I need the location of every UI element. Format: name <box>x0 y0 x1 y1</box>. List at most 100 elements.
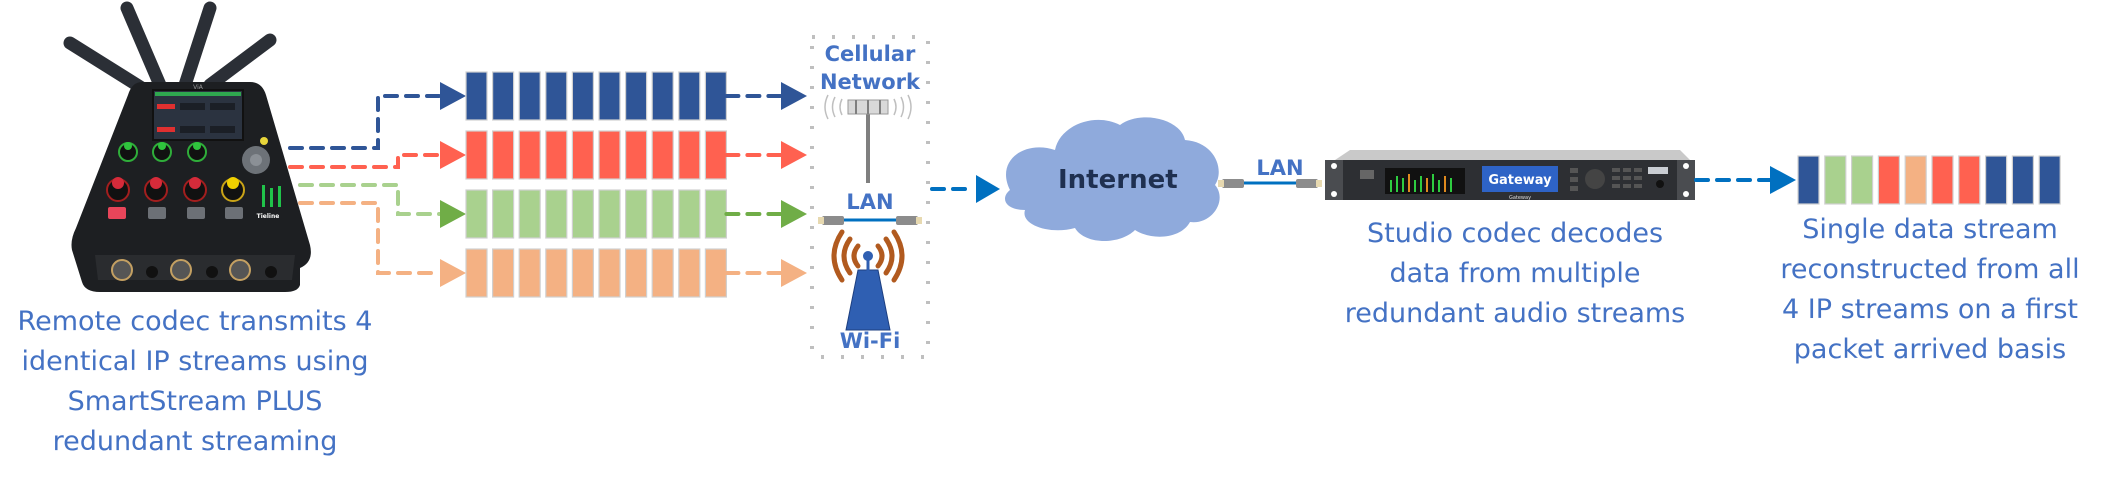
gateway-model-label: Gateway <box>1509 195 1531 201</box>
output-packet <box>1904 155 1927 205</box>
output-packet <box>1877 155 1901 205</box>
wifi-network-label: Wi-Fi <box>839 329 901 353</box>
arrowhead-icon <box>781 82 807 110</box>
packet <box>624 189 648 239</box>
device-brand-label: ViA <box>193 84 204 91</box>
packet <box>704 248 728 298</box>
lan-network-label: LAN <box>846 190 894 214</box>
output-packet <box>1824 155 1847 205</box>
gateway-screen-label: Gateway <box>1488 173 1552 188</box>
caption-line: redundant streaming <box>52 426 338 457</box>
lan-cable-icon <box>818 216 922 225</box>
output-packet <box>1797 155 1820 205</box>
packet <box>492 71 515 121</box>
gateway-studio-codec: Gateway Gateway <box>1325 150 1695 201</box>
output-packet <box>2011 155 2035 205</box>
cellular-label-line1: Cellular <box>824 42 916 66</box>
packet <box>651 71 674 121</box>
packet <box>678 71 701 121</box>
packet <box>518 71 541 121</box>
cell-tower-icon <box>824 94 912 183</box>
packet <box>465 71 488 121</box>
arrowhead-icon <box>440 259 466 287</box>
packet <box>624 248 648 298</box>
packet-streams <box>465 71 728 298</box>
device-link-3 <box>298 183 442 216</box>
internet-label: Internet <box>1058 165 1178 195</box>
packet <box>651 248 674 298</box>
packet <box>545 71 568 121</box>
remote-codec-device: ViA <box>63 1 311 292</box>
output-packet <box>1850 155 1874 205</box>
caption-line: Remote codec transmits 4 <box>17 306 373 337</box>
caption-line: Single data stream <box>1802 214 2058 245</box>
packet <box>492 248 515 298</box>
cellular-label-line2: Network <box>819 70 920 94</box>
reconstructed-stream <box>1797 155 2061 205</box>
caption-line: packet arrived basis <box>1793 334 2067 365</box>
caption-line: Studio codec decodes <box>1366 218 1664 249</box>
network-to-internet-link <box>930 175 1000 203</box>
output-packet <box>1958 155 1981 205</box>
packet <box>492 189 515 239</box>
output-stream-caption: Single data stream reconstructed from al… <box>1760 210 2100 370</box>
packet <box>571 248 595 298</box>
arrowhead-icon <box>440 200 466 228</box>
arrowhead-icon <box>440 82 466 110</box>
packet <box>651 130 674 180</box>
packet <box>598 248 621 298</box>
packet <box>624 130 648 180</box>
packet-row-4 <box>465 248 728 298</box>
packet <box>518 189 541 239</box>
device-maker-logo: Tieline <box>257 213 280 220</box>
packet <box>492 130 515 180</box>
internet-cloud-icon <box>1005 117 1220 242</box>
caption-line: redundant audio streams <box>1344 298 1686 329</box>
arrowhead-icon <box>976 175 1000 203</box>
arrowhead-icon <box>781 259 807 287</box>
packet-row-1 <box>465 71 728 121</box>
packet <box>545 189 568 239</box>
wifi-tower-icon <box>831 229 905 331</box>
level-meters-icon <box>1390 174 1452 192</box>
packet <box>518 248 541 298</box>
device-to-stream-links <box>288 82 466 287</box>
packet <box>624 71 648 121</box>
studio-codec-caption: Studio codec decodes data from multiple … <box>1330 214 1700 334</box>
packet <box>704 71 728 121</box>
packet <box>704 189 728 239</box>
packet <box>465 189 488 239</box>
device-link-1 <box>288 94 442 150</box>
packet <box>545 130 568 180</box>
packet-row-3 <box>465 189 728 239</box>
packet <box>704 130 728 180</box>
antennas-icon <box>63 1 277 97</box>
packet <box>518 130 541 180</box>
device-link-2 <box>288 153 442 169</box>
packet <box>678 189 701 239</box>
output-packet <box>2038 155 2061 205</box>
gateway-to-output-link <box>1694 166 1796 194</box>
packet <box>465 130 488 180</box>
packet <box>598 130 621 180</box>
arrowhead-icon <box>781 141 807 169</box>
stream-to-network-links <box>724 82 807 287</box>
output-packet <box>1984 155 2008 205</box>
output-packet <box>1931 155 1954 205</box>
packet <box>678 130 701 180</box>
caption-line: reconstructed from all <box>1780 254 2080 285</box>
arrowhead-icon <box>781 200 807 228</box>
studio-lan-label: LAN <box>1256 156 1304 180</box>
packet <box>598 189 621 239</box>
remote-codec-caption: Remote codec transmits 4 identical IP st… <box>0 302 390 462</box>
caption-line: identical IP streams using <box>21 346 369 377</box>
cellular-network-label: Cellular Network <box>818 40 922 96</box>
device-link-4 <box>298 201 442 275</box>
packet <box>651 189 674 239</box>
packet <box>571 189 595 239</box>
packet <box>545 248 568 298</box>
studio-lan-cable-icon <box>1218 179 1322 188</box>
arrowhead-icon <box>440 141 466 169</box>
